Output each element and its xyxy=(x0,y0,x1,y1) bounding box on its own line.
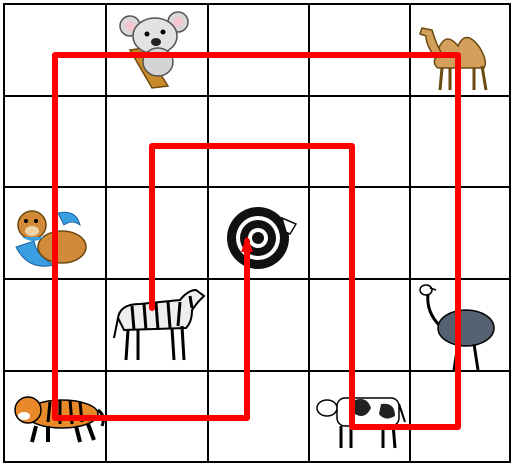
camel-icon xyxy=(420,28,486,90)
snail-icon xyxy=(227,207,296,269)
cow-icon xyxy=(317,398,405,448)
otter-icon xyxy=(16,211,86,266)
koala-icon xyxy=(120,12,188,88)
zebra-icon xyxy=(114,290,204,360)
